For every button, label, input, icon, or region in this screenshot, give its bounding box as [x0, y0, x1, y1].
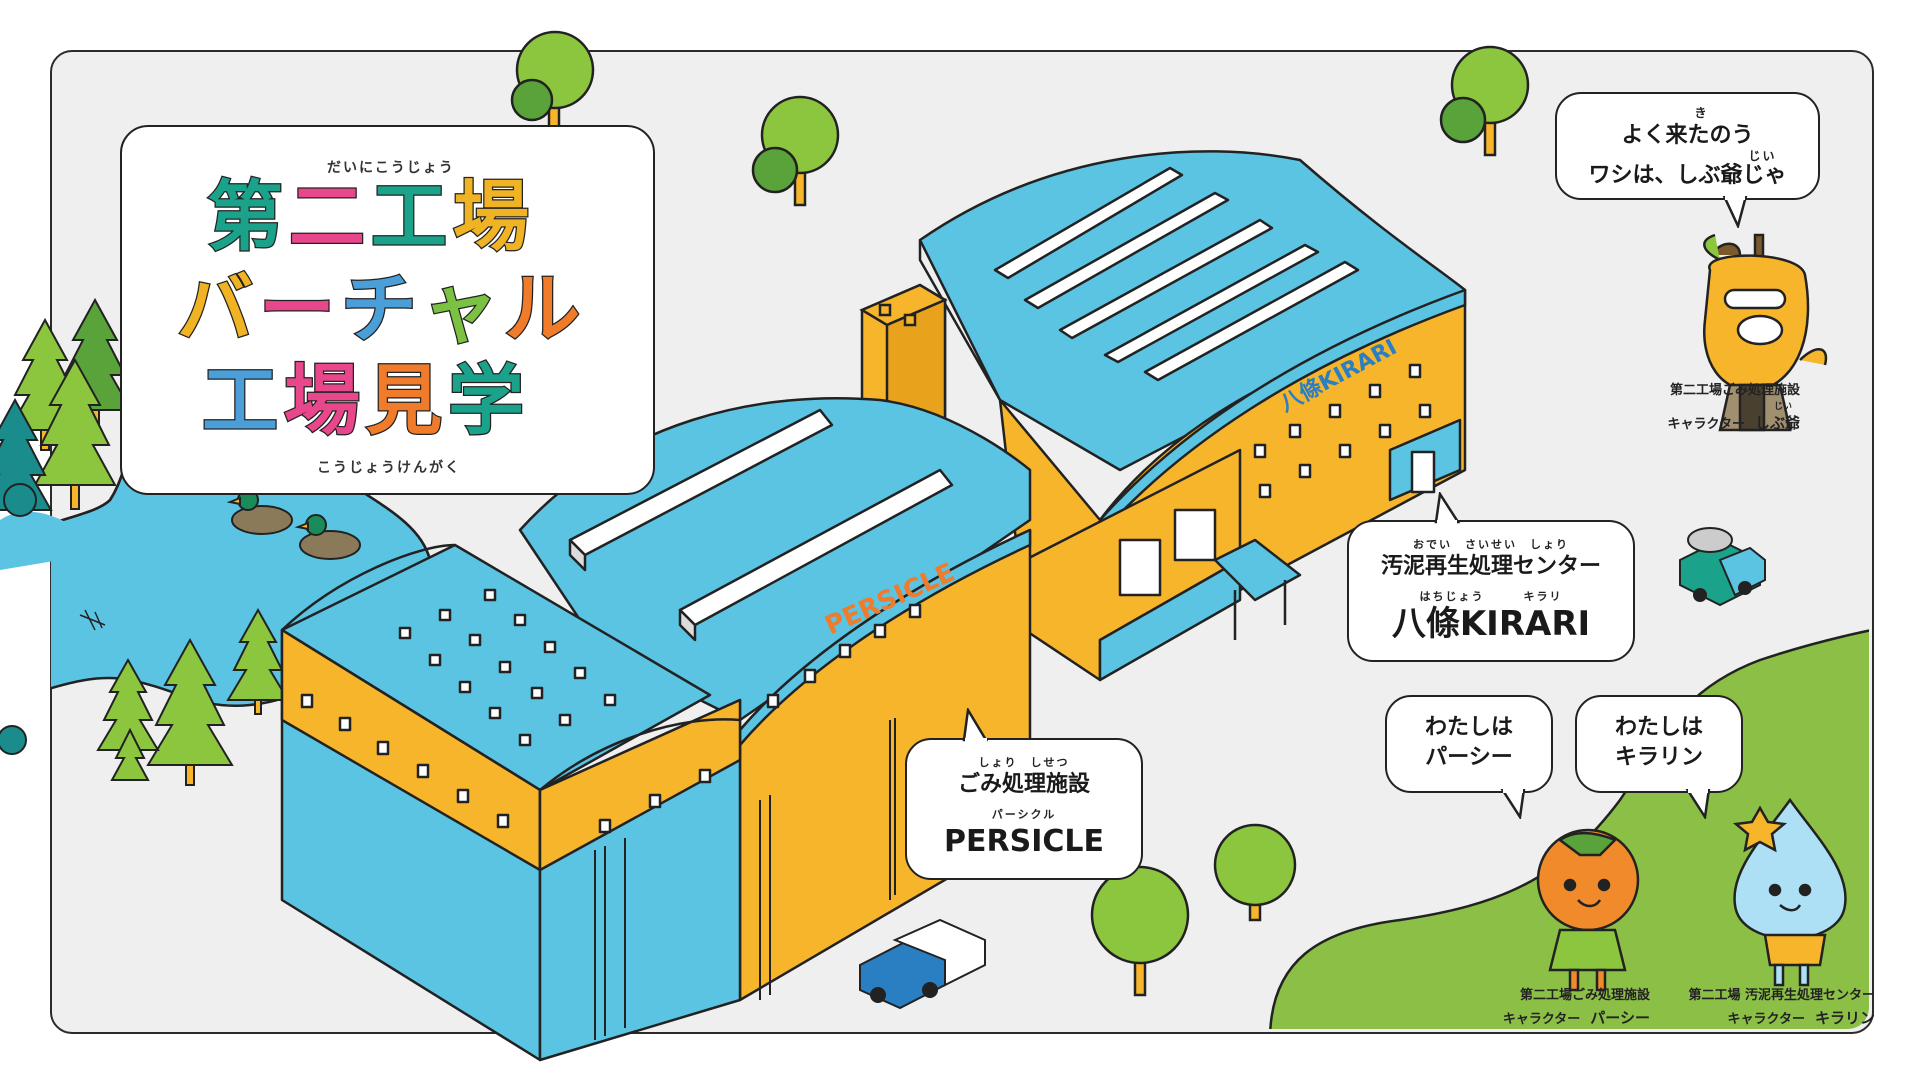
tank-truck-icon [1679, 527, 1766, 607]
title-char: 第 [206, 172, 289, 261]
caption-line: 第二工場ごみ処理施設 [1669, 383, 1800, 398]
bubble-tail [1722, 196, 1748, 228]
title-char: チ [340, 264, 423, 353]
bubble-ruby: じい [1748, 149, 1777, 163]
bubble-kirarin: わたしは キラリン [1575, 695, 1743, 793]
bubble-text: パーシー [1425, 745, 1513, 770]
title-char: 二 [288, 172, 371, 261]
bubble-tail [962, 708, 989, 742]
title-char: ー [258, 264, 341, 353]
title-char: ャ [421, 264, 505, 353]
bubble-ruby: パーシクル [991, 808, 1057, 821]
title-char: 学 [447, 356, 530, 445]
garbage-truck-icon [859, 918, 986, 1010]
kirarin-character [1732, 797, 1847, 987]
round-trees [510, 30, 1530, 997]
caption-kirarin: 第二工場 汚泥再生処理センター キャラクターキラリン [1660, 985, 1875, 1031]
caption-name: キラリン [1814, 1009, 1875, 1027]
bubble-title: PERSICLE [944, 824, 1104, 859]
title-line-2: バーチャル [176, 264, 587, 353]
bubble-tail [1685, 789, 1711, 819]
caption-prefix: キャラクター [1667, 417, 1745, 432]
title-char: 見 [365, 356, 448, 445]
pine-trees [0, 297, 290, 786]
caption-name: パーシー [1590, 1009, 1650, 1027]
title-char: ル [503, 264, 587, 353]
bubble-percy: わたしは パーシー [1385, 695, 1553, 793]
bubble-text: ごみ処理施設 [957, 772, 1090, 797]
title-ruby-top: だいにこうじょう [327, 160, 455, 176]
title-char: 場 [452, 172, 535, 261]
dragonfly-icon [79, 609, 106, 631]
title-char: 工 [370, 172, 453, 261]
title-line-3: 工場見学 [201, 356, 530, 445]
caption-line: 第二工場ごみ処理施設 [1519, 988, 1650, 1003]
caption-name: しぶ爺 [1754, 414, 1800, 432]
title-char: 場 [283, 356, 366, 445]
caption-ruby: じい [1773, 402, 1792, 412]
duck-icon [226, 489, 361, 560]
bubble-text: わたしは [1424, 715, 1513, 740]
title-char: バ [176, 264, 259, 353]
title-card: だいにこうじょう 第二工場 バーチャル 工場見学 こうじょうけんがく [120, 125, 655, 495]
caption-prefix: キャラクター [1502, 1012, 1581, 1027]
bubble-text: よく来たのう [1621, 123, 1754, 148]
front-block-building [280, 543, 742, 1062]
caption-shibujii: 第二工場ごみ処理施設 じい キャラクターしぶ爺 [1560, 380, 1801, 436]
bubble-title: 八條KIRARI [1391, 604, 1591, 644]
bubble-ruby: しょり しせつ [978, 756, 1070, 769]
bubble-text: 汚泥再生処理センター [1380, 554, 1601, 579]
bubble-shibujii: き よく来たのう じい ワシは、しぶ爺じゃ [1555, 92, 1820, 200]
title-line-1: 第二工場 [206, 172, 535, 261]
title-ruby-bottom: こうじょうけんがく [317, 460, 461, 476]
bubble-text: ワシは、しぶ爺じゃ [1588, 163, 1787, 188]
bubble-kirari-center: おでい さいせい しょり 汚泥再生処理センター はちじょう キラリ 八條KIRA… [1347, 520, 1635, 662]
bubble-text: わたしは [1614, 715, 1703, 740]
bubble-ruby: おでい さいせい しょり [1413, 538, 1569, 551]
caption-line: 第二工場 汚泥再生処理センター [1688, 988, 1875, 1003]
shibujii-character [1703, 233, 1828, 432]
title-char: 工 [201, 356, 284, 445]
bubble-tail [1434, 492, 1461, 524]
caption-prefix: キャラクター [1727, 1012, 1805, 1027]
bubble-persicle-facility: しょり しせつ ごみ処理施設 パーシクル PERSICLE [905, 738, 1143, 880]
caption-percy: 第二工場ごみ処理施設 キャラクターパーシー [1480, 985, 1650, 1031]
percy-character [1536, 828, 1640, 992]
bubble-text: キラリン [1614, 745, 1703, 770]
bubble-ruby: はちじょう キラリ [1419, 590, 1563, 603]
bubble-tail [1500, 789, 1526, 819]
bubble-ruby: き [1694, 106, 1709, 120]
